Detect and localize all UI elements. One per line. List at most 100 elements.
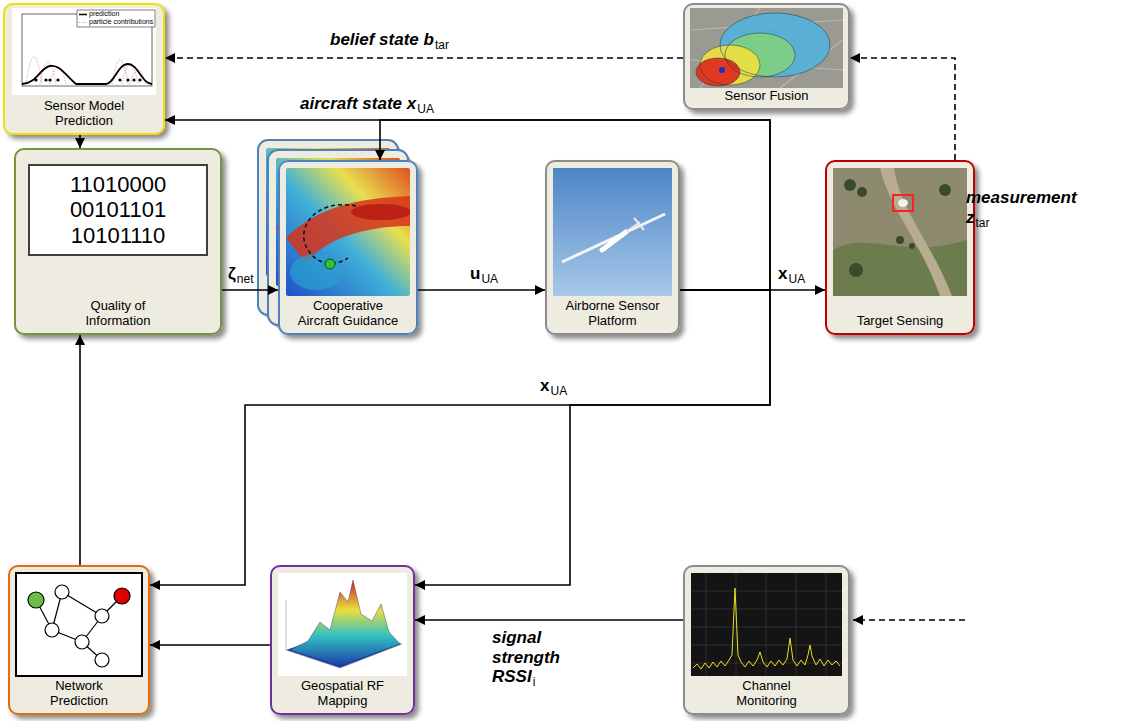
rf-surface — [290, 580, 400, 666]
card-fill — [14, 148, 222, 335]
aircraft-photo — [626, 218, 644, 232]
connector-arrow — [418, 289, 545, 291]
aircraft-photo — [553, 168, 672, 296]
legend-text: prediction — [89, 10, 119, 18]
subscript: UA — [417, 103, 434, 115]
binary-data: 11010000 00101101 10101110 — [28, 164, 208, 256]
density-plot — [12, 8, 156, 95]
aerial-photo — [857, 187, 867, 197]
network-graph — [45, 623, 59, 637]
subscript: UA — [788, 273, 805, 285]
density-plot — [22, 64, 152, 84]
connector-arrow — [415, 619, 683, 621]
density-plot — [56, 78, 59, 81]
box-caption: Sensor Model Prediction — [29, 99, 139, 129]
density-plot — [44, 78, 47, 81]
aerial-photo — [833, 168, 967, 296]
aerial-photo — [880, 168, 952, 296]
density-plot — [48, 78, 51, 81]
connector-arrow — [850, 58, 955, 160]
card-fill — [683, 3, 850, 110]
subscript: i — [533, 676, 536, 688]
aircraft-photo — [602, 232, 626, 250]
subscript: UA — [481, 273, 498, 285]
component-box: Network Prediction — [8, 565, 150, 715]
spectrum-display — [691, 645, 842, 646]
aerial-photo — [909, 243, 915, 249]
component-box: Airborne Sensor Platform — [545, 160, 680, 335]
density-plot — [34, 78, 141, 81]
fusion-map — [696, 58, 740, 86]
network-graph — [28, 592, 44, 608]
box-caption: Geospatial RF Mapping — [293, 679, 393, 709]
guidance-heatmap — [286, 168, 411, 296]
component-box: Target Sensing — [825, 160, 975, 335]
subscript: tar — [976, 217, 990, 229]
connector-arrow — [150, 644, 270, 646]
spectrum-display — [693, 588, 840, 669]
edge-label: aircraft state x — [300, 94, 416, 114]
network-graph — [45, 585, 109, 667]
input-arrow — [853, 619, 965, 621]
density-plot — [34, 78, 37, 81]
network-graph — [114, 588, 130, 604]
connector-arrow — [79, 135, 81, 148]
subscript: UA — [550, 385, 567, 397]
box-caption: Quality of Information — [71, 299, 166, 329]
spectrum-display — [826, 573, 827, 676]
card-fill — [825, 160, 975, 335]
spectrum-display — [766, 573, 767, 676]
spectrum-display — [691, 573, 842, 676]
spectrum-display — [691, 609, 842, 610]
aerial-photo — [844, 179, 856, 191]
box-caption: Channel Monitoring — [722, 679, 812, 709]
box-caption: Sensor Fusion — [725, 89, 809, 104]
edge-label: ζ — [228, 264, 236, 284]
network-graph — [55, 585, 69, 599]
fusion-map — [696, 58, 740, 86]
fusion-map — [719, 67, 725, 73]
density-plot — [26, 57, 146, 84]
rf-surface — [278, 573, 407, 676]
density-plot — [138, 78, 141, 81]
component-box: Geospatial RF Mapping — [270, 565, 415, 715]
box-caption: Target Sensing — [857, 314, 944, 329]
density-plot — [118, 78, 121, 81]
spectrum-display — [706, 573, 707, 676]
density-plot — [132, 78, 135, 81]
rf-surface — [286, 600, 402, 668]
spectrum-display — [691, 573, 842, 676]
card-fill — [3, 3, 975, 715]
aerial-photo — [898, 199, 908, 207]
subscript: tar — [435, 39, 449, 51]
box-caption: Cooperative Aircraft Guidance — [296, 299, 401, 329]
density-plot — [12, 8, 156, 95]
connector-arrow — [380, 120, 770, 290]
component-box: Cooperative Aircraft Guidance — [278, 160, 418, 335]
fusion-map — [696, 13, 830, 86]
connector-arrow — [150, 290, 770, 585]
component-box: Channel Monitoring — [683, 565, 850, 715]
component-box: 11010000 00101101 10101110Quality of Inf… — [14, 148, 222, 335]
card-fill — [683, 565, 850, 715]
fusion-map — [690, 8, 843, 88]
card-fill — [8, 565, 150, 715]
subscript: net — [237, 273, 254, 285]
edge-label: x — [540, 376, 549, 396]
aircraft-photo — [553, 168, 672, 296]
guidance-heatmap — [286, 168, 411, 296]
density-plot — [126, 78, 129, 81]
aerial-photo — [893, 195, 913, 211]
card-fill — [3, 3, 165, 135]
connector-arrow — [79, 335, 81, 565]
fusion-map — [720, 13, 830, 77]
network-graph — [95, 653, 109, 667]
density-plot — [79, 14, 87, 16]
fusion-map — [700, 45, 760, 85]
network-graph — [16, 573, 142, 676]
density-plot — [79, 22, 87, 23]
card-fill — [545, 160, 680, 335]
aerial-photo — [844, 179, 951, 277]
connector-arrow — [222, 289, 278, 291]
